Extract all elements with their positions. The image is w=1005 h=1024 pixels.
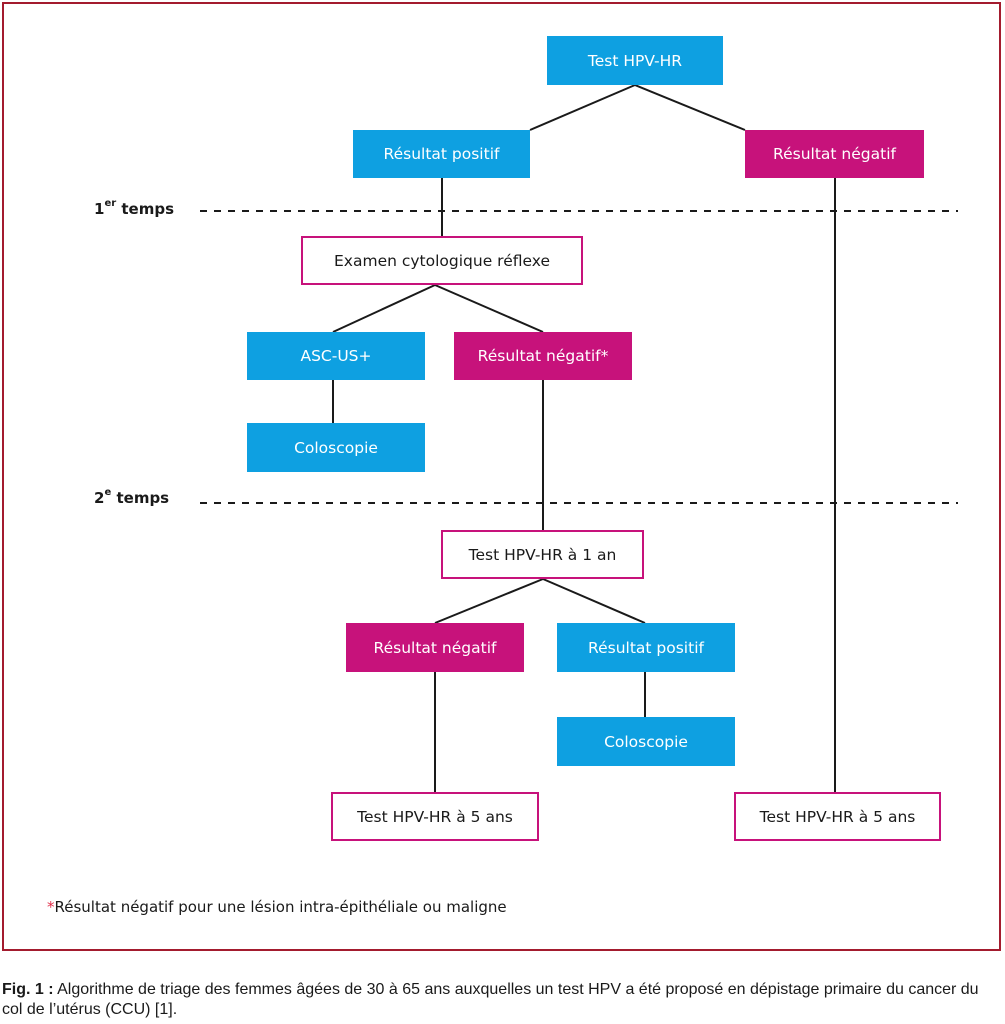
test-hpv-hr-5-years-left-node: Test HPV-HR à 5 ans	[331, 792, 539, 841]
caption-text: Algorithme de triage des femmes âgées de…	[2, 981, 979, 1018]
connector	[434, 284, 544, 333]
negative-result-node-2: Résultat négatif	[346, 623, 524, 672]
footnote-text: Résultat négatif pour une lésion intra-é…	[54, 898, 507, 916]
connector	[529, 84, 636, 131]
test-hpv-hr-1-year-node: Test HPV-HR à 1 an	[441, 530, 644, 579]
caption-label: Fig. 1 :	[2, 981, 54, 998]
footnote-marker: *	[47, 898, 55, 916]
negative-result-node: Résultat négatif	[745, 130, 924, 178]
footnote: *Résultat négatif pour une lésion intra-…	[47, 898, 507, 916]
asc-us-node: ASC-US+	[247, 332, 425, 380]
phase-label-2: 2e temps	[94, 487, 170, 507]
reflex-cytology-node: Examen cytologique réflexe	[301, 236, 583, 285]
colposcopy-node-1: Coloscopie	[247, 423, 425, 472]
connector	[634, 84, 746, 131]
test-hpv-hr-5-years-right-node: Test HPV-HR à 5 ans	[734, 792, 941, 841]
positive-result-node-2: Résultat positif	[557, 623, 735, 672]
positive-result-node: Résultat positif	[353, 130, 530, 178]
connector	[434, 578, 544, 624]
phase-label-1: 1er temps	[94, 198, 175, 218]
colposcopy-node-2: Coloscopie	[557, 717, 735, 766]
connector	[542, 578, 646, 624]
connector	[332, 284, 436, 333]
negative-result-star-node: Résultat négatif*	[454, 332, 632, 380]
figure-caption: Fig. 1 : Algorithme de triage des femmes…	[2, 980, 1002, 1020]
test-hpv-hr-node: Test HPV-HR	[547, 36, 723, 85]
figure-frame	[2, 2, 1001, 951]
